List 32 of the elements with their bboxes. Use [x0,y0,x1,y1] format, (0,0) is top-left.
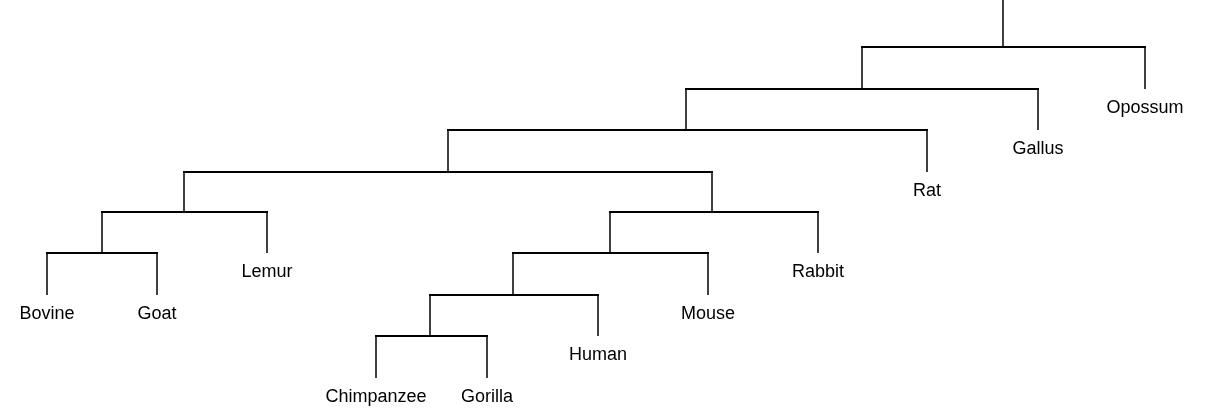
tree-branch [1144,47,1146,90]
species-label: Rabbit [792,253,844,282]
species-label: Goat [137,295,177,324]
tree-branch [183,172,185,213]
tree-branch [429,295,431,337]
species-label: Bovine [19,295,75,324]
species-label: Human [569,336,627,365]
species-label: Gallus [1012,130,1064,159]
tree-branch [926,130,928,173]
tree-branch [46,253,48,296]
tree-branch [817,212,819,254]
tree-branch [101,212,103,254]
tree-branch [486,336,488,379]
tree-branch [707,253,709,296]
species-label: Opossum [1106,89,1184,118]
tree-branch [266,212,268,254]
species-label: Lemur [241,253,293,282]
species-label: Chimpanzee [325,378,427,407]
tree-branch [512,253,514,296]
species-label: Rat [913,172,941,201]
tree-branch [861,47,863,90]
tree-branch [597,295,599,337]
species-label: Gorilla [461,378,513,407]
tree-branch [156,253,158,296]
tree-branch [711,172,713,213]
tree-branch [1002,0,1004,48]
tree-branch [375,336,377,379]
species-label: Mouse [681,295,735,324]
tree-branch [609,212,611,254]
tree-branch [1037,89,1039,131]
tree-branch [685,89,687,131]
tree-branch [447,130,449,173]
